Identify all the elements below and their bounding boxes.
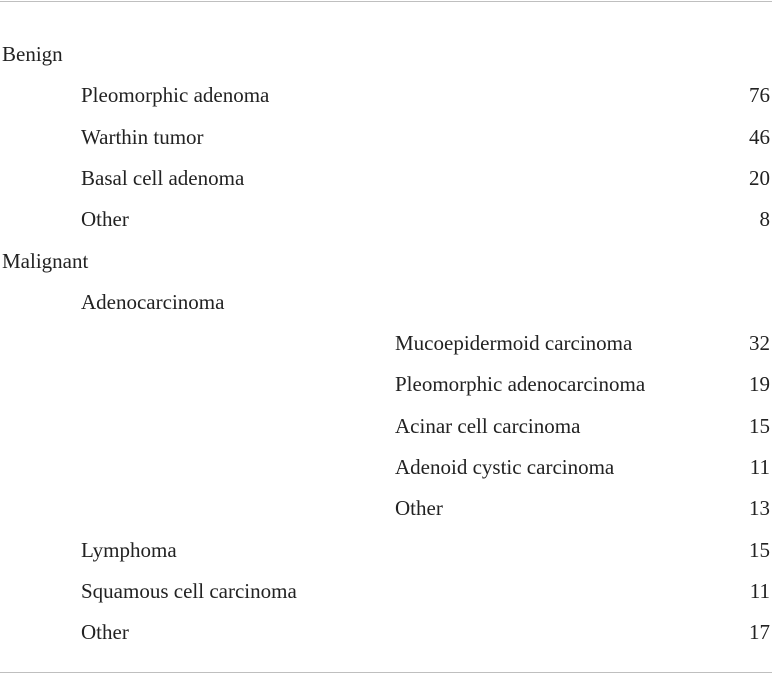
table-row: Basal cell adenoma 20	[0, 166, 772, 207]
table-row: Other 17	[0, 620, 772, 661]
row-label: Pleomorphic adenocarcinoma	[395, 372, 646, 396]
table-row: Lymphoma 15	[0, 538, 772, 579]
table-row: Malignant	[0, 249, 772, 290]
row-label: Other	[81, 207, 129, 231]
table-row: Adenocarcinoma	[0, 290, 772, 331]
row-label: Other	[81, 620, 129, 644]
row-count: 11	[749, 455, 770, 479]
row-count: 76	[749, 83, 770, 107]
row-count: 46	[749, 125, 770, 149]
row-count: 20	[749, 166, 770, 190]
table-top-rule	[0, 1, 772, 2]
table-row: Adenoid cystic carcinoma 11	[0, 455, 772, 496]
row-label: Malignant	[2, 249, 89, 273]
table-row: Pleomorphic adenoma 76	[0, 83, 772, 124]
row-label: Benign	[2, 42, 63, 66]
row-count: 8	[759, 207, 771, 231]
row-count: 32	[749, 331, 770, 355]
table-row: Squamous cell carcinoma 11	[0, 579, 772, 620]
row-count: 19	[749, 372, 770, 396]
table-row: Acinar cell carcinoma 15	[0, 414, 772, 455]
row-count: 15	[749, 538, 770, 562]
table-row: Mucoepidermoid carcinoma 32	[0, 331, 772, 372]
row-count: 17	[749, 620, 770, 644]
row-count: 15	[749, 414, 770, 438]
table-row: Warthin tumor 46	[0, 125, 772, 166]
row-label: Squamous cell carcinoma	[81, 579, 297, 603]
table-row: Pleomorphic adenocarcinoma 19	[0, 372, 772, 413]
row-label: Adenocarcinoma	[81, 290, 225, 314]
row-label: Acinar cell carcinoma	[395, 414, 581, 438]
row-count: 13	[749, 496, 770, 520]
row-label: Mucoepidermoid carcinoma	[395, 331, 633, 355]
table-bottom-rule	[0, 672, 772, 673]
row-label: Lymphoma	[81, 538, 177, 562]
table-row: Other 13	[0, 496, 772, 537]
row-label: Adenoid cystic carcinoma	[395, 455, 615, 479]
table-row: Other 8	[0, 207, 772, 248]
row-label: Pleomorphic adenoma	[81, 83, 270, 107]
table-row: Benign	[0, 42, 772, 83]
row-count: 11	[749, 579, 770, 603]
row-label: Basal cell adenoma	[81, 166, 245, 190]
row-label: Warthin tumor	[81, 125, 204, 149]
row-label: Other	[395, 496, 443, 520]
